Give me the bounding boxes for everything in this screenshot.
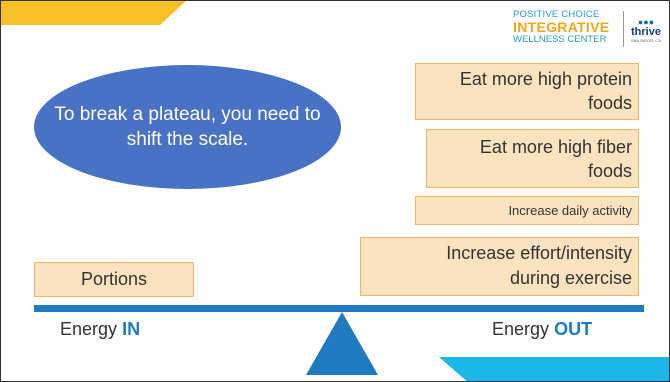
- thrive-logo: ●●● thrive SAN DIEGO, CA: [627, 17, 665, 43]
- box-high-protein-line-1: Eat more high protein: [459, 69, 632, 89]
- box-portions: Portions: [34, 262, 194, 297]
- thrive-location: SAN DIEGO, CA: [630, 38, 661, 43]
- energy-in-prefix: Energy: [60, 319, 118, 339]
- box-portions-label: Portions: [80, 269, 148, 289]
- box-high-protein-line-2: foods: [587, 93, 632, 113]
- box-daily-activity-label: Increase daily activity: [508, 203, 632, 218]
- energy-in-label: Energy IN: [60, 318, 140, 340]
- box-exercise-intensity: Increase effort/intensity during exercis…: [360, 237, 639, 296]
- fulcrum-triangle: [306, 312, 378, 375]
- box-exercise-intensity-line-1: Increase effort/intensity: [446, 243, 632, 263]
- box-high-fiber: Eat more high fiber foods: [426, 129, 639, 188]
- energy-out-keyword: OUT: [554, 319, 593, 339]
- logo-text: POSITIVE CHOICE INTEGRATIVE WELLNESS CEN…: [513, 9, 621, 45]
- thrive-wordmark: thrive: [631, 26, 661, 38]
- logo-line-3: WELLNESS CENTER: [513, 34, 607, 45]
- energy-in-keyword: IN: [122, 319, 141, 339]
- logo-line-2: INTEGRATIVE: [513, 19, 610, 35]
- callout-bubble: To break a plateau, you need to shift th…: [34, 65, 341, 189]
- box-high-fiber-line-2: foods: [587, 161, 632, 181]
- callout-text: To break a plateau, you need to shift th…: [54, 104, 321, 150]
- energy-out-label: Energy OUT: [492, 318, 592, 340]
- people-icon: ●●●: [637, 17, 655, 27]
- box-daily-activity: Increase daily activity: [415, 196, 639, 225]
- logo-line-1: POSITIVE CHOICE: [513, 9, 600, 20]
- box-exercise-intensity-line-2: during exercise: [509, 268, 632, 288]
- top-accent-bar: [1, 1, 186, 25]
- box-high-protein: Eat more high protein foods: [415, 63, 639, 120]
- box-high-fiber-line-1: Eat more high fiber: [479, 137, 632, 157]
- bottom-accent-bar: [439, 357, 669, 381]
- energy-out-prefix: Energy: [492, 319, 550, 339]
- scale-fulcrum: [306, 312, 378, 375]
- scale-beam: [34, 305, 644, 312]
- logo-divider: [623, 11, 624, 47]
- logo: POSITIVE CHOICE INTEGRATIVE WELLNESS CEN…: [513, 9, 667, 51]
